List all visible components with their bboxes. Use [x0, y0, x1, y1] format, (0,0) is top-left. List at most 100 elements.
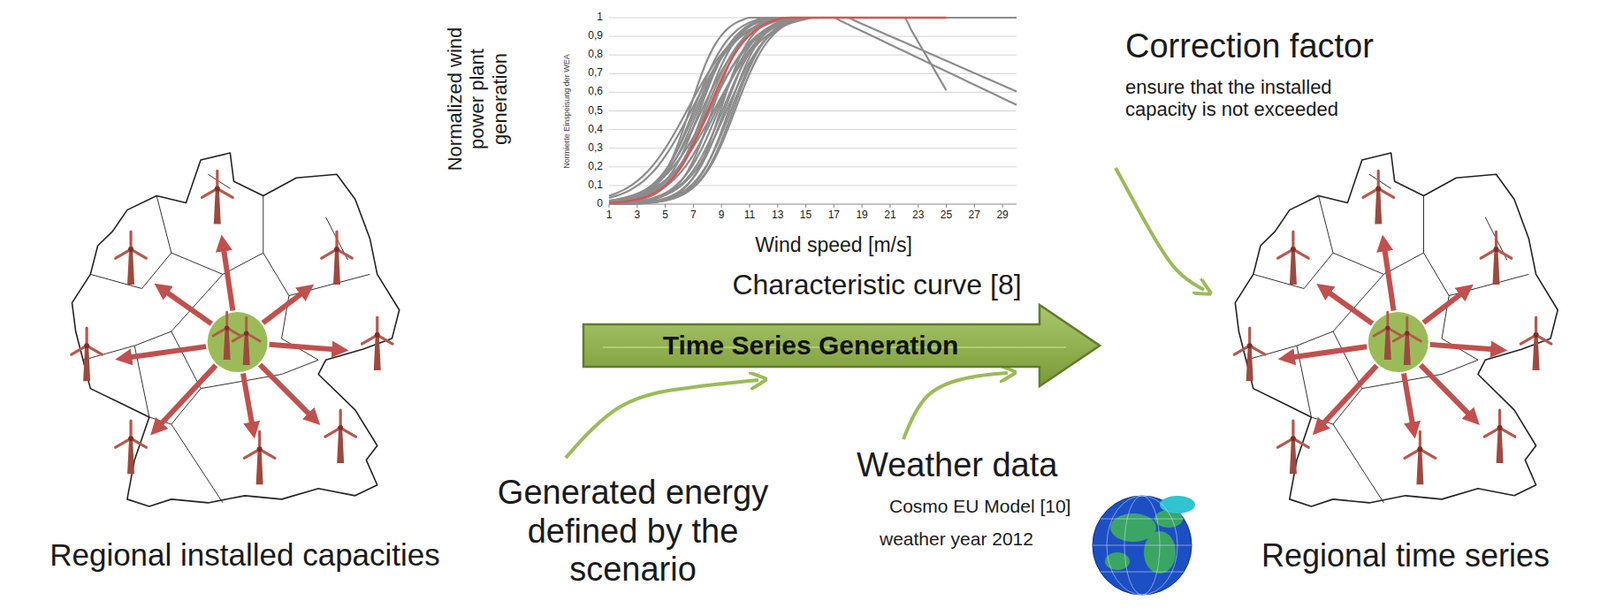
- turbine-hub: [243, 330, 249, 336]
- tick-label: 0,4: [587, 123, 603, 137]
- turbine-blade: [1378, 188, 1394, 198]
- wind-turbine: [71, 327, 103, 381]
- power-curve: [609, 17, 960, 203]
- state-border: [83, 274, 223, 360]
- tick-label: 0,8: [587, 48, 603, 61]
- turbine-tower: [223, 327, 231, 360]
- tick-mark: [974, 204, 976, 208]
- turbine-blade: [377, 335, 393, 344]
- power-curve: [609, 17, 1017, 205]
- turbine-blade: [1249, 345, 1265, 355]
- globe-grid: [1092, 545, 1192, 547]
- turbine-blade: [1496, 249, 1512, 259]
- tick-label: 1: [596, 11, 603, 24]
- note-text: ensure that the installed capacity is no…: [1125, 76, 1409, 122]
- turbine-hub: [214, 185, 221, 191]
- wind-turbine: [201, 170, 233, 224]
- grid-line: [609, 184, 1017, 186]
- tick-label: 27: [968, 209, 981, 222]
- turbine-tower: [1493, 249, 1501, 285]
- turbine-blade: [1480, 249, 1496, 259]
- wind-turbine: [1393, 317, 1421, 366]
- turbine-tower: [1416, 449, 1424, 485]
- characteristic-chart: [609, 17, 1017, 208]
- tick-label: 5: [662, 209, 669, 222]
- source-note: Cosmo EU Model [10]: [889, 495, 1071, 518]
- axis-title: Wind speed [m/s]: [754, 233, 913, 257]
- wind-turbine: [361, 317, 393, 371]
- tick-label: 0,6: [587, 85, 603, 99]
- wind-turbine: [1404, 431, 1436, 485]
- tick-mark: [721, 204, 723, 208]
- turbine-blade: [130, 249, 146, 259]
- tick-mark: [664, 204, 666, 208]
- turbine-hub: [1385, 325, 1390, 330]
- tick-label: 11: [744, 209, 755, 222]
- globe-icon: [1092, 495, 1196, 595]
- turbine-blade: [201, 188, 217, 198]
- turbine-hub: [1290, 435, 1296, 442]
- wind-turbine: [1520, 317, 1552, 371]
- distribution-arrow: [1430, 344, 1500, 351]
- state-border: [1246, 274, 1385, 360]
- distribution-arrow: [269, 344, 341, 351]
- turbine-tower: [127, 249, 135, 285]
- globe-grid: [1124, 495, 1160, 595]
- power-curve: [609, 17, 947, 202]
- tick-mark: [805, 204, 807, 208]
- distribution-arrow: [259, 365, 314, 420]
- tick-label: 3: [633, 209, 640, 222]
- turbine-blade: [213, 327, 228, 336]
- power-curve: [609, 17, 947, 205]
- grid-line: [609, 110, 1017, 112]
- turbine-hub: [1375, 185, 1381, 191]
- power-curve: [609, 17, 1017, 205]
- turbine-blade: [244, 317, 248, 334]
- turbine-blade: [130, 438, 146, 448]
- distribution-arrow: [1286, 346, 1367, 359]
- mean-power-curve: [609, 17, 947, 204]
- turbine-tower: [256, 449, 264, 485]
- turbine-tower: [1403, 333, 1411, 366]
- arrow-body: [583, 304, 1100, 387]
- power-curve: [609, 17, 947, 203]
- turbine-hub: [1533, 332, 1540, 338]
- grid-line: [609, 73, 1017, 75]
- tick-mark: [945, 204, 947, 208]
- turbine-tower: [1246, 345, 1254, 381]
- turbine-tower: [83, 345, 91, 381]
- state-border: [171, 424, 223, 503]
- tick-mark: [748, 204, 750, 208]
- turbine-tower: [1532, 335, 1540, 371]
- distribution-arrow: [1318, 365, 1377, 430]
- wind-turbine: [325, 410, 357, 464]
- grid-line: [609, 36, 1017, 38]
- tick-mark: [777, 204, 778, 208]
- globe-grid: [1100, 518, 1185, 520]
- arrow-label: Time Series Generation: [662, 330, 960, 361]
- turbine-blade: [115, 249, 131, 259]
- turbine-tower: [243, 333, 251, 366]
- germany-map: [1234, 152, 1558, 507]
- wind-turbine: [115, 420, 147, 474]
- map-caption: Regional time series: [1261, 537, 1550, 575]
- tick-label: 7: [690, 209, 697, 222]
- tick-mark: [1002, 204, 1004, 208]
- grid-line: [609, 54, 1017, 56]
- grid-line: [609, 129, 1017, 130]
- grid-line: [609, 204, 1017, 206]
- tick-mark: [861, 204, 863, 208]
- distribution-arrow: [123, 346, 206, 359]
- country-outline: [1234, 152, 1558, 507]
- tick-mark: [833, 204, 835, 208]
- tick-label: 29: [996, 209, 1008, 222]
- turbine-hub: [334, 246, 340, 252]
- turbine-hub: [1247, 342, 1253, 349]
- tick-label: 0,3: [587, 142, 603, 155]
- turbine-hub: [1493, 246, 1500, 252]
- tick-label: 0,9: [587, 30, 603, 43]
- turbine-tower: [333, 249, 341, 285]
- distribution-arrow: [156, 365, 216, 429]
- turbine-hub: [337, 425, 343, 431]
